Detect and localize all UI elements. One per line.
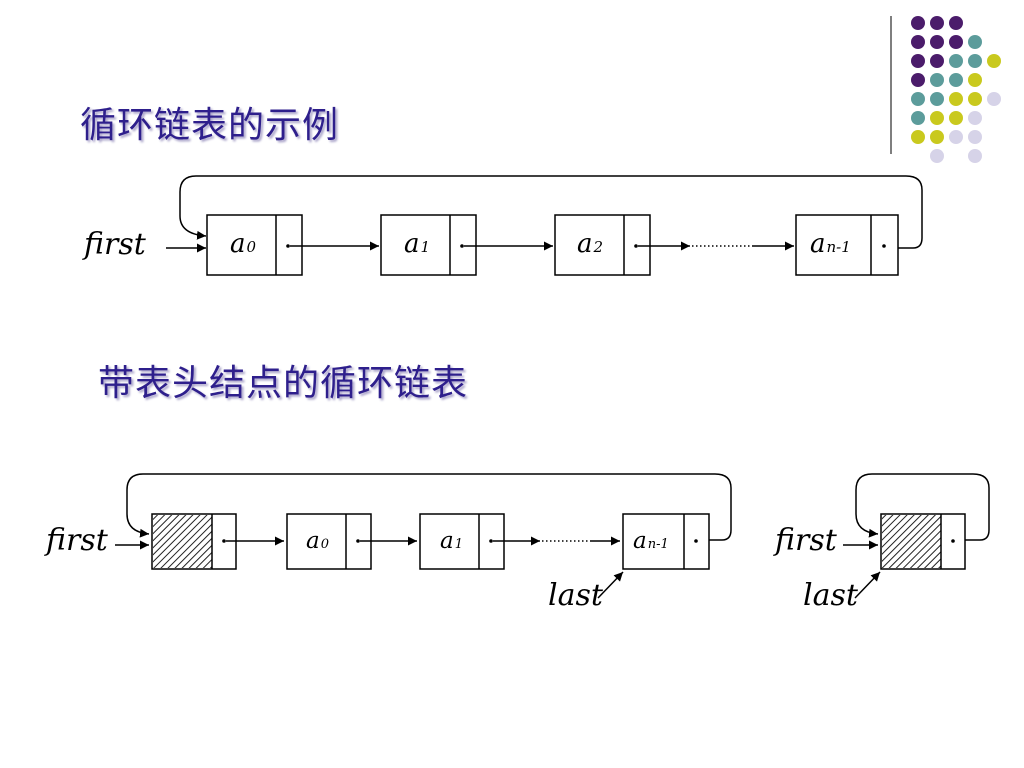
decorative-dot <box>911 73 925 87</box>
decorative-dot <box>911 54 925 68</box>
node-value-label: a0 <box>306 528 329 554</box>
node-box <box>795 214 899 276</box>
node-box <box>380 214 477 276</box>
pointer-dot <box>222 539 226 543</box>
diagram-circular-list: first a0 a1 a2 <box>82 175 923 276</box>
node-value-label: an-1 <box>810 229 851 259</box>
decorative-dot <box>968 92 982 106</box>
decorative-dot <box>968 73 982 87</box>
pointer-dot <box>286 244 290 248</box>
decorative-dot <box>930 54 944 68</box>
decorative-dot <box>911 92 925 106</box>
decorative-dot <box>949 35 963 49</box>
node-value-label: a2 <box>577 229 603 259</box>
decorative-dot <box>968 54 982 68</box>
pointer-dot <box>634 244 638 248</box>
decorative-dot <box>949 111 963 125</box>
pointer-label-last: last <box>803 578 859 613</box>
decorative-dot <box>968 35 982 49</box>
decorative-dot <box>930 73 944 87</box>
pointer-label-first: first <box>773 523 838 558</box>
pointer-dot <box>951 539 955 543</box>
list-node-a1: a1 <box>419 513 505 570</box>
circular-link-arrow <box>855 473 990 541</box>
decorative-dot <box>911 130 925 144</box>
decorative-dot <box>987 92 1001 106</box>
decorative-dot <box>987 54 1001 68</box>
decorative-dot <box>930 130 944 144</box>
node-value-label: a1 <box>440 528 463 554</box>
arrow-last <box>597 571 624 599</box>
node-box <box>206 214 303 276</box>
decorative-dot <box>930 111 944 125</box>
decorative-dot <box>949 16 963 30</box>
decorative-dot <box>968 130 982 144</box>
decorative-dot <box>949 130 963 144</box>
list-node-an-1: an-1 <box>622 513 710 570</box>
circular-link-arrow <box>179 175 923 249</box>
header-node-hatched-data-field <box>153 515 212 568</box>
pointer-label-first: first <box>82 227 147 262</box>
list-node-a2: a2 <box>554 214 651 276</box>
decorative-dot <box>949 92 963 106</box>
header-node <box>880 513 966 570</box>
decorative-dot <box>911 111 925 125</box>
pointer-label-first: first <box>44 523 109 558</box>
node-box <box>554 214 651 276</box>
list-node-a0: a0 <box>206 214 303 276</box>
slide-title-circular-list-example: 循环链表的示例 <box>80 105 340 146</box>
list-node-an-1: an-1 <box>795 214 899 276</box>
header-node-hatched-data-field <box>882 515 941 568</box>
decorative-dot <box>930 149 944 163</box>
slide-title-circular-list-with-header: 带表头结点的循环链表 <box>98 363 469 404</box>
node-value-label: a1 <box>404 229 430 259</box>
circular-link-arrow <box>126 473 732 541</box>
pointer-dot <box>356 539 360 543</box>
diagram-empty-circular-list: first last <box>773 473 990 613</box>
decorative-dot <box>968 149 982 163</box>
list-node-a0: a0 <box>286 513 372 570</box>
node-value-label: an-1 <box>633 528 669 554</box>
decorative-dot <box>949 54 963 68</box>
decorative-dot-grid <box>890 16 1001 163</box>
decorative-dot <box>930 35 944 49</box>
pointer-dot <box>489 539 493 543</box>
decorative-dot <box>911 16 925 30</box>
pointer-dot <box>460 244 464 248</box>
decorative-dot <box>930 92 944 106</box>
decorative-dot <box>949 73 963 87</box>
arrow-last <box>854 571 881 599</box>
node-value-label: a0 <box>230 229 257 259</box>
list-node-a1: a1 <box>380 214 477 276</box>
diagram-circular-list-with-header: first a0 a1 <box>44 473 732 613</box>
decorative-dot <box>930 16 944 30</box>
decorative-dot <box>968 111 982 125</box>
decorative-dot <box>911 35 925 49</box>
header-node <box>151 513 237 570</box>
pointer-dot <box>882 244 886 248</box>
pointer-label-last: last <box>548 578 604 613</box>
pointer-dot <box>694 539 698 543</box>
